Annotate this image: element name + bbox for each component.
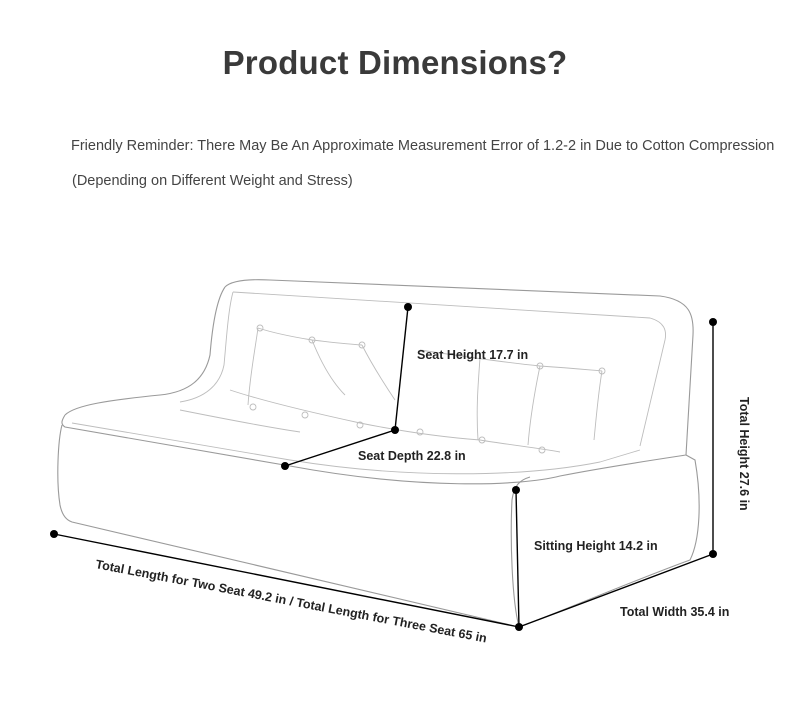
sitting-height-label: Sitting Height 14.2 in (534, 539, 658, 553)
total-length-dimension: Total Length for Two Seat 49.2 in / Tota… (50, 530, 520, 646)
page-title: Product Dimensions? (222, 44, 568, 81)
reminder-subtext: (Depending on Different Weight and Stres… (72, 173, 353, 189)
seat-depth-dimension: Seat Depth 22.8 in (281, 429, 466, 470)
total-width-label: Total Width 35.4 in (620, 605, 729, 619)
reminder-text: Friendly Reminder: There May Be An Appro… (71, 138, 775, 154)
sofa-sketch (57, 279, 700, 628)
seat-height-label: Seat Height 17.7 in (417, 348, 528, 362)
total-height-dimension: Total Height 27.6 in (709, 318, 751, 558)
total-height-label: Total Height 27.6 in (737, 397, 751, 511)
seat-height-dimension: Seat Height 17.7 in (391, 303, 528, 434)
total-length-label: Total Length for Two Seat 49.2 in / Tota… (94, 557, 488, 645)
sitting-height-dimension: Sitting Height 14.2 in (512, 486, 658, 631)
total-width-dimension: Total Width 35.4 in (518, 553, 729, 628)
seat-depth-label: Seat Depth 22.8 in (358, 449, 466, 463)
